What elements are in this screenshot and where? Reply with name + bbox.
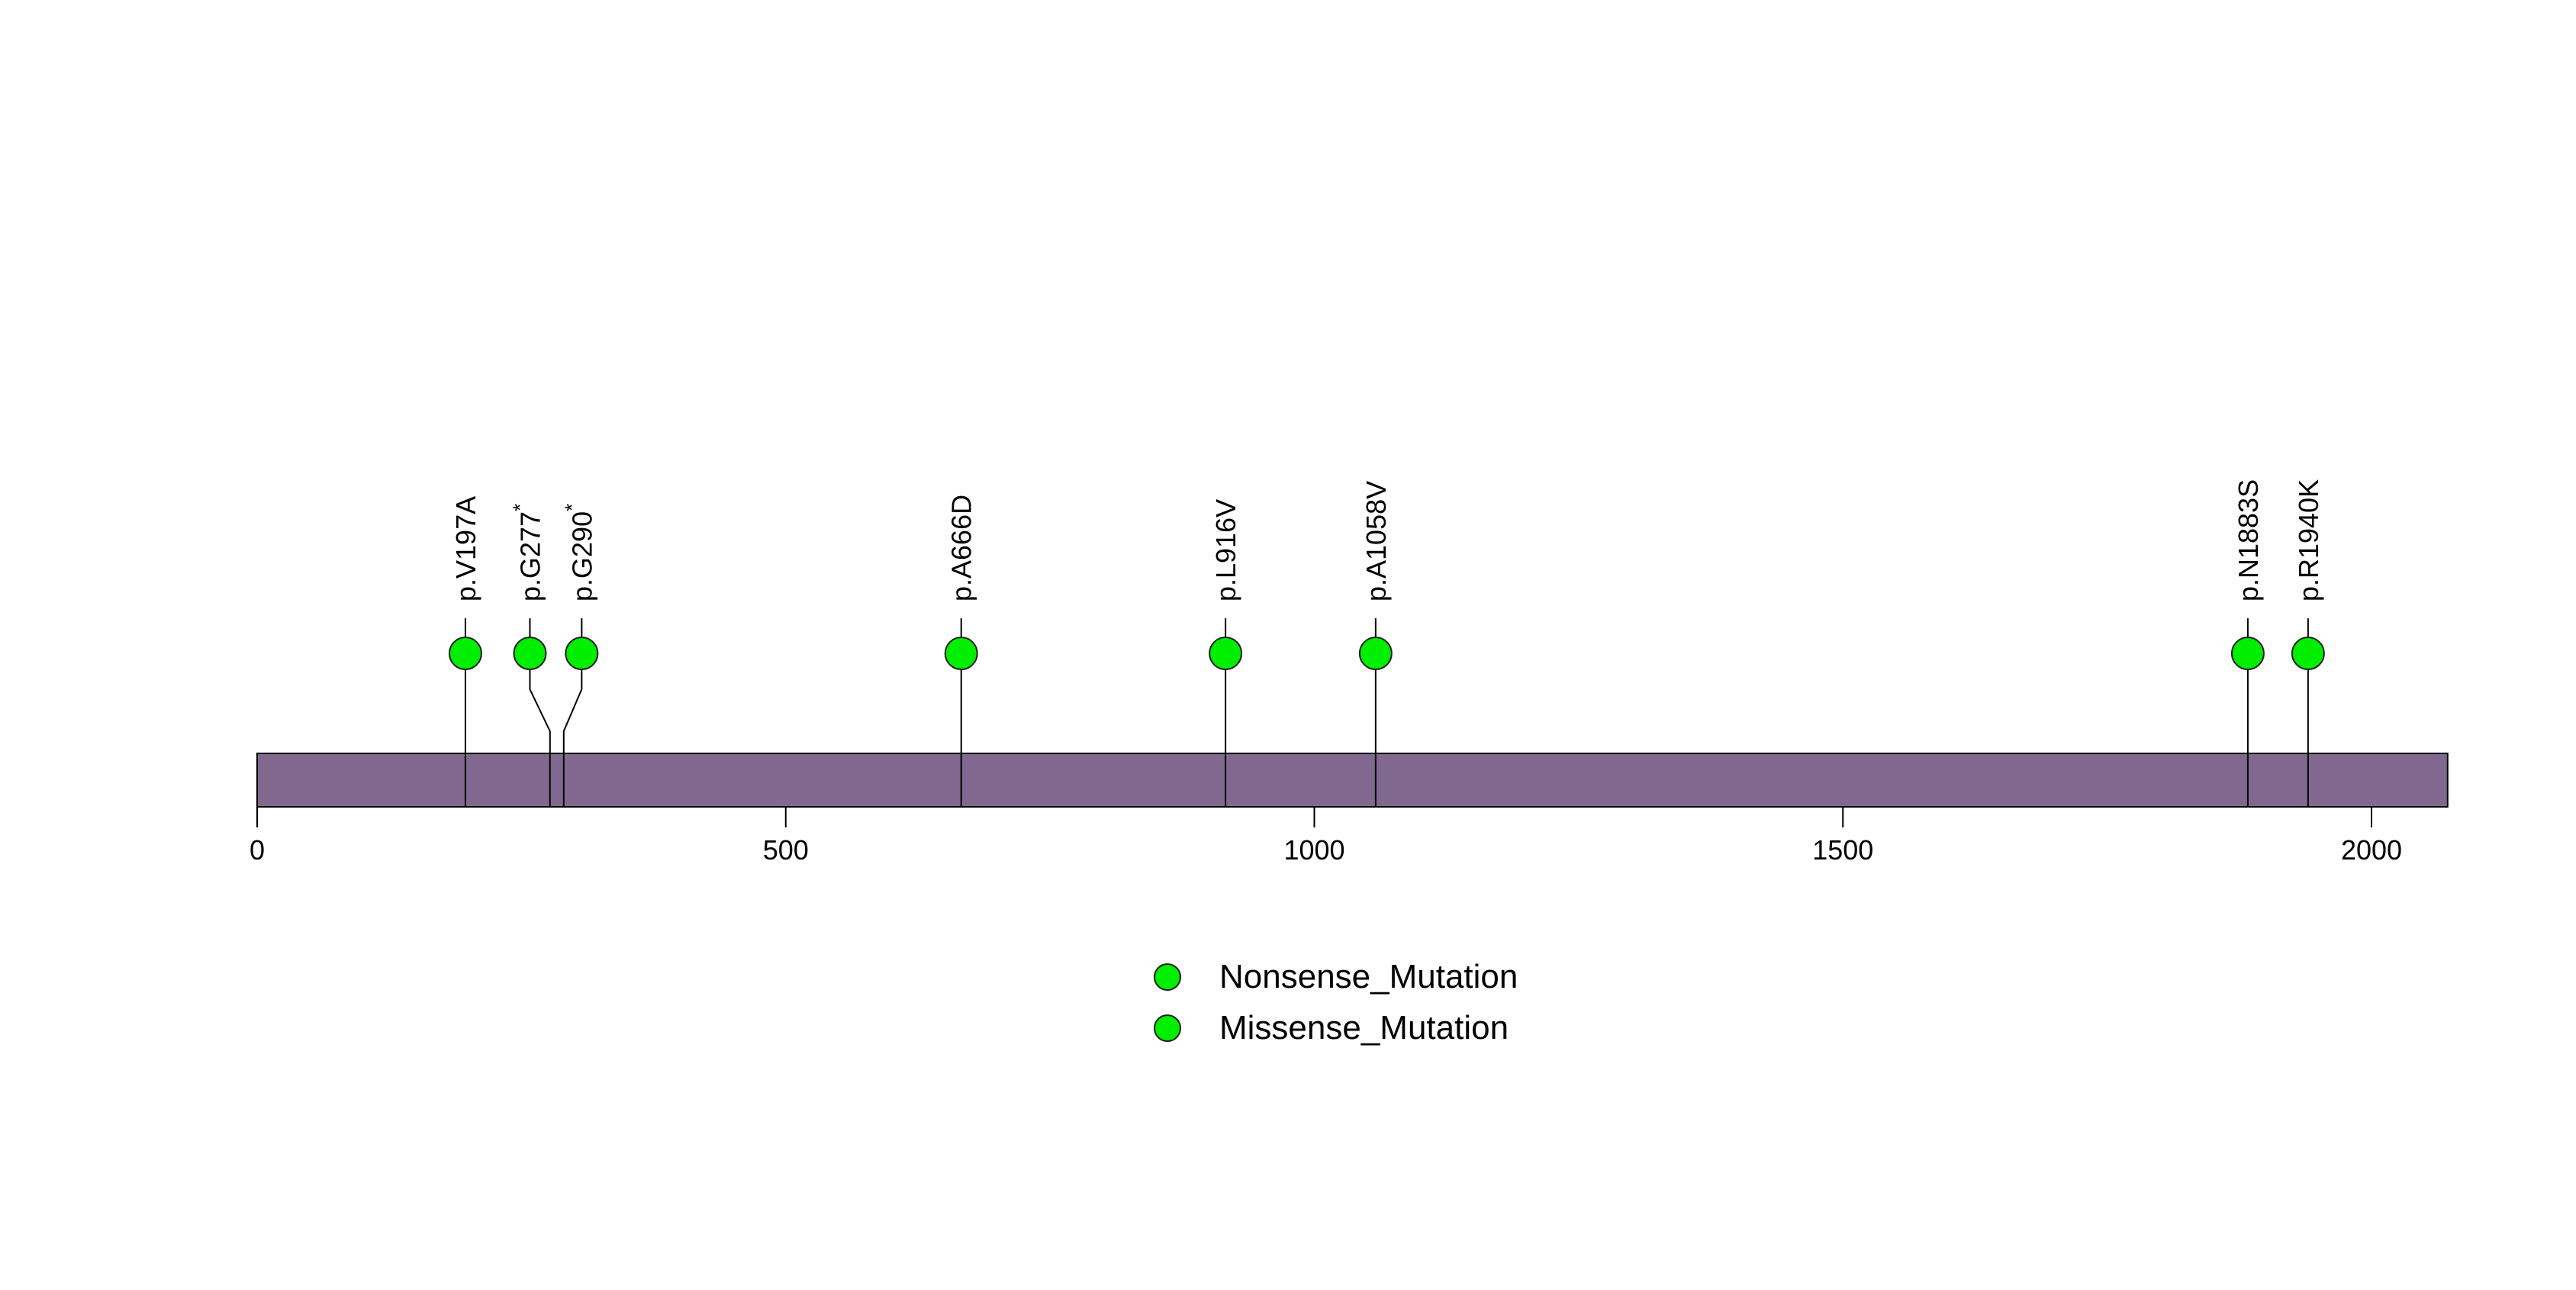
mutation-point xyxy=(448,637,482,670)
mutation-point xyxy=(565,637,599,670)
protein-backbone-bar xyxy=(256,753,2449,808)
mutation-point xyxy=(944,637,978,670)
legend-item: Nonsense_Mutation xyxy=(1154,958,1518,995)
mutation-label: p.A1058V xyxy=(1360,481,1391,601)
axis-tick-label: 1000 xyxy=(1283,834,1344,866)
legend-label: Nonsense_Mutation xyxy=(1219,958,1518,995)
mutation-point xyxy=(2230,637,2265,670)
mutation-label: p.L916V xyxy=(1210,499,1241,601)
mutation-label: p.A666D xyxy=(945,495,977,601)
mutation-label: p.G290* xyxy=(560,504,597,601)
mutation-label: p.G277* xyxy=(508,504,546,601)
legend-label: Missense_Mutation xyxy=(1219,1009,1509,1047)
legend-marker-icon xyxy=(1154,1014,1181,1042)
axis-tick-label: 0 xyxy=(250,834,265,866)
axis-tick-label: 500 xyxy=(763,834,809,866)
mutation-point xyxy=(1209,637,1243,670)
legend: Nonsense_Mutation Missense_Mutation xyxy=(1154,958,1518,1066)
mutation-point xyxy=(1358,637,1393,670)
axis-tick-label: 2000 xyxy=(2341,834,2402,866)
mutation-label: p.V197A xyxy=(449,496,481,601)
mutation-label: p.R1940K xyxy=(2292,479,2323,601)
mutation-point xyxy=(513,637,547,670)
mutation-label: p.N1883S xyxy=(2232,479,2263,601)
axis-tick-label: 1500 xyxy=(1812,834,1873,866)
legend-item: Missense_Mutation xyxy=(1154,1009,1518,1047)
legend-marker-icon xyxy=(1154,963,1181,991)
mutation-point xyxy=(2291,637,2325,670)
